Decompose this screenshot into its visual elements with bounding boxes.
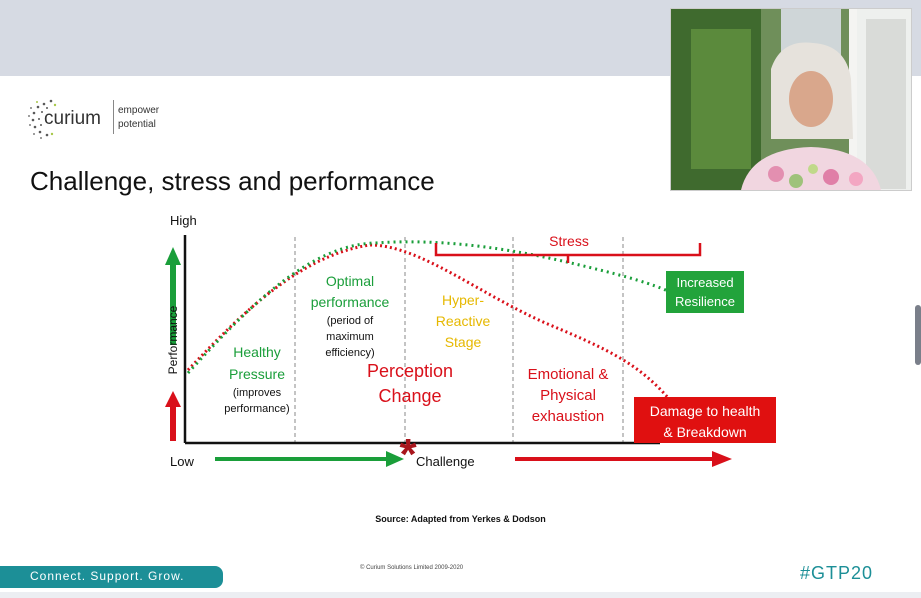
logo-tagline-1: empower: [118, 105, 160, 116]
source-caption: Source: Adapted from Yerkes & Dodson: [375, 514, 546, 524]
yerkes-dodson-diagram: * High Performance Low Challenge Healthy…: [165, 213, 776, 475]
optimal-label-5: efficiency): [325, 347, 374, 359]
healthy-label-2: Pressure: [229, 366, 285, 382]
logo-name: curium: [44, 108, 102, 129]
curium-logo-icon: [28, 99, 57, 139]
y-arrow-red-icon: [165, 391, 181, 441]
hyper-label-2: Reactive: [436, 313, 491, 329]
perception-label-2: Change: [378, 386, 441, 406]
x-arrow-green-icon: [215, 451, 404, 467]
healthy-label-3: (improves: [233, 387, 282, 399]
x-low-label: Low: [170, 454, 194, 469]
stress-bracket: [434, 243, 702, 263]
stress-label: Stress: [549, 233, 589, 249]
resilience-label-2: Resilience: [675, 294, 735, 309]
x-arrow-red-icon: [515, 451, 732, 467]
slide-title: Challenge, stress and performance: [30, 166, 435, 196]
zone-dividers: [294, 237, 624, 443]
presenter-video: [670, 8, 912, 191]
logo-tagline-2: potential: [118, 119, 156, 130]
healthy-label-1: Healthy: [233, 344, 280, 360]
optimal-label-2: performance: [311, 294, 390, 310]
x-axis-label: Challenge: [416, 454, 475, 469]
y-high-label: High: [170, 213, 197, 228]
hyper-label-3: Stage: [445, 334, 482, 350]
face-shape: [789, 71, 833, 127]
emotional-label-3: exhaustion: [532, 408, 605, 425]
damage-box: [634, 397, 776, 443]
resilience-curve-green: [186, 240, 673, 375]
optimal-label-1: Optimal: [326, 273, 374, 289]
perception-star-icon: *: [399, 430, 417, 475]
footer-bar: [0, 566, 223, 588]
y-arrow-green-icon: [165, 247, 181, 345]
footer-tagline: Connect. Support. Grow.: [30, 569, 185, 583]
damage-label-2: & Breakdown: [663, 424, 746, 440]
optimal-label-3: (period of: [327, 315, 374, 327]
y-axis-label: Performance: [166, 305, 180, 374]
healthy-label-4: performance): [224, 403, 289, 415]
footer-hashtag: #GTP20: [800, 563, 874, 583]
resilience-label-1: Increased: [676, 275, 733, 290]
emotional-label-1: Emotional &: [528, 366, 609, 383]
perception-label-1: Perception: [367, 361, 453, 381]
resilience-box: [666, 271, 744, 313]
optimal-label-4: maximum: [326, 331, 374, 343]
logo-divider: [113, 100, 114, 134]
bottom-edge: [0, 592, 921, 598]
hyper-label-1: Hyper-: [442, 292, 484, 308]
copyright-text: © Curium Solutions Limited 2009-2020: [360, 565, 464, 571]
emotional-label-2: Physical: [540, 387, 596, 404]
damage-label-1: Damage to health: [650, 403, 761, 419]
scrollbar-handle[interactable]: [915, 305, 921, 365]
